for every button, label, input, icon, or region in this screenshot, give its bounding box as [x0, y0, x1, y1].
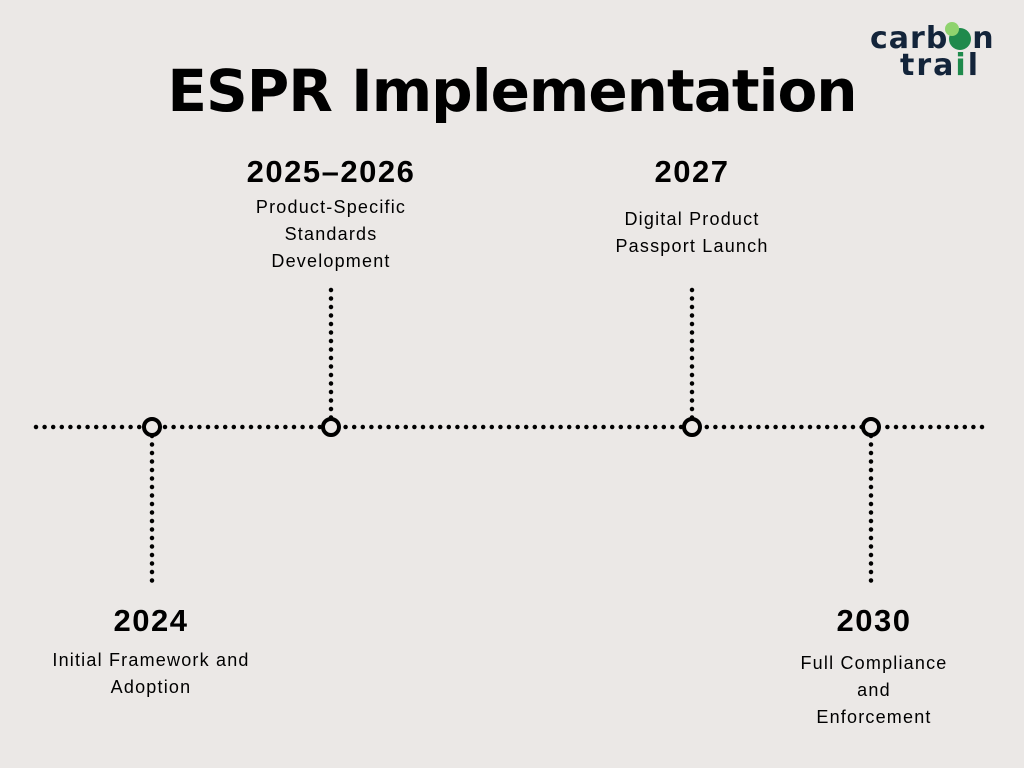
milestone-year: 2027	[654, 154, 730, 189]
milestone-2030: 2030 Full Compliance and Enforcement	[799, 605, 949, 731]
milestone-node-2030	[861, 417, 881, 437]
milestone-node-2027	[682, 417, 702, 437]
milestone-node-2025-2026	[321, 417, 341, 437]
milestone-description: Initial Framework and Adoption	[52, 650, 250, 697]
milestone-year: 2030	[836, 603, 912, 638]
milestone-year: 2024	[113, 603, 189, 638]
milestone-node-2024	[142, 417, 162, 437]
milestone-description: Product-Specific Standards Development	[255, 197, 407, 271]
milestone-2024: 2024 Initial Framework and Adoption	[52, 605, 249, 701]
milestone-description: Full Compliance and Enforcement	[800, 653, 948, 727]
leaf-icon	[945, 22, 972, 50]
page-title: ESPR Implementation	[167, 57, 857, 125]
milestone-year: 2025–2026	[246, 154, 416, 189]
milestone-description: Digital Product Passport Launch	[615, 209, 769, 256]
milestone-2025-2026: 2025–2026 Product-Specific Standards Dev…	[247, 156, 416, 275]
milestone-2027: 2027 Digital Product Passport Launch	[615, 156, 768, 260]
logo-word-trail: trail	[900, 48, 980, 83]
